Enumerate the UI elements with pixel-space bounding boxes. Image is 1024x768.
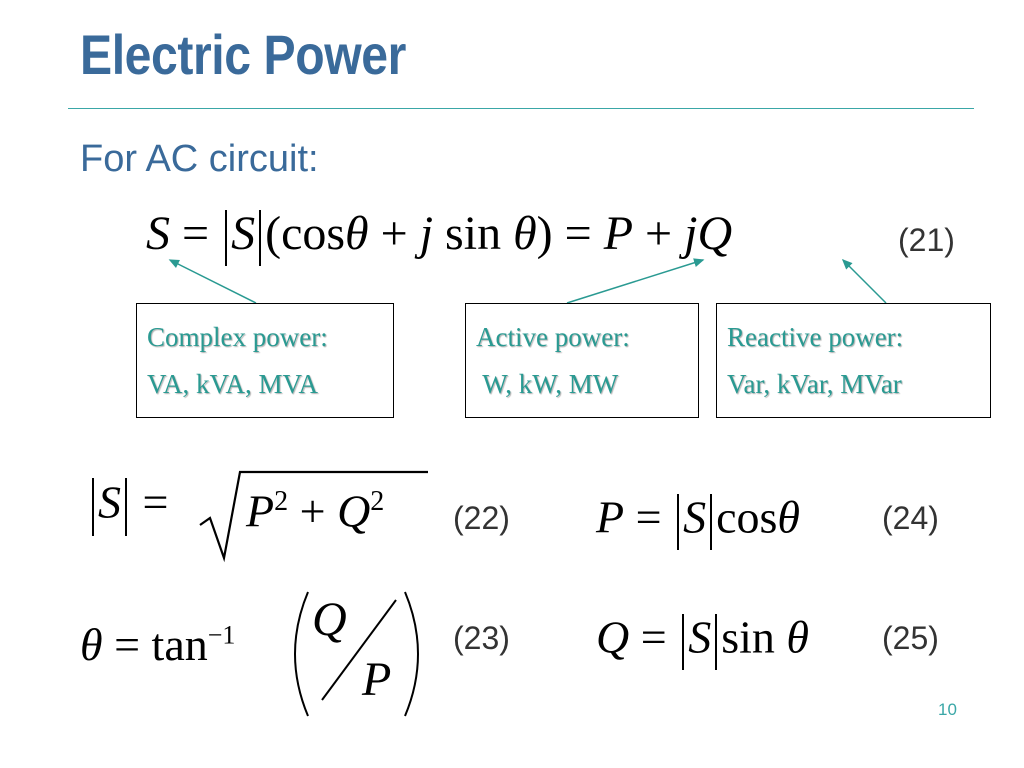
slide-title: Electric Power: [80, 23, 406, 86]
equation-22: S =: [92, 478, 168, 536]
complex-power-units: VA, kVA, MVA: [147, 369, 319, 400]
active-power-label: Active power:: [476, 322, 630, 352]
equation-23-number: (23): [453, 620, 510, 656]
equation-22-radicand: P2 + Q2: [246, 485, 385, 537]
equation-25-number: (25): [882, 620, 939, 656]
reactive-power-label: Reactive power:: [727, 322, 904, 352]
complex-power-box: Complex power: VA, kVA, MVA: [136, 303, 394, 418]
slide-subtitle: For AC circuit:: [80, 138, 319, 180]
equation-22-number: (22): [453, 500, 510, 536]
equation-23-numerator: Q: [312, 593, 347, 646]
page-number: 10: [938, 700, 957, 719]
arrow-active: [566, 258, 705, 304]
complex-power-label: Complex power:: [147, 322, 328, 352]
active-power-box: Active power: W, kW, MW: [465, 303, 699, 418]
arrow-reactive: [841, 258, 887, 304]
reactive-power-units: Var, kVar, MVar: [727, 369, 902, 400]
arrow-complex: [168, 259, 257, 304]
equation-24-number: (24): [882, 500, 939, 536]
equation-23: θ = tan−1: [80, 619, 236, 670]
equation-21: S = S(cosθ + j sin θ) = P + jQ: [146, 210, 732, 266]
reactive-power-box: Reactive power: Var, kVar, MVar: [716, 303, 991, 418]
title-divider: [68, 108, 974, 109]
equation-21-number: (21): [898, 222, 955, 258]
active-power-units: W, kW, MW: [476, 369, 619, 400]
equation-23-denominator: P: [362, 653, 392, 706]
